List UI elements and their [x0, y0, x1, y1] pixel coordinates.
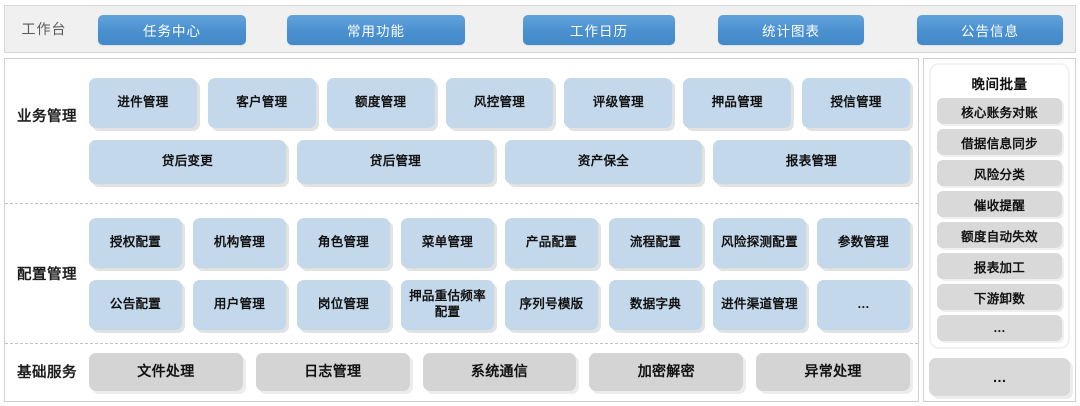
- section-rows-3: 文件处理日志管理系统通信加密解密异常处理: [89, 352, 918, 391]
- module-card[interactable]: 序列号模版: [505, 279, 598, 330]
- module-card[interactable]: 公告配置: [89, 279, 182, 330]
- module-card[interactable]: 押品重估频率配置: [401, 279, 494, 330]
- module-card[interactable]: 风险探测配置: [713, 217, 806, 268]
- module-card[interactable]: 流程配置: [609, 217, 702, 268]
- module-card[interactable]: 日志管理: [255, 352, 410, 391]
- module-card[interactable]: 贷后变更: [89, 140, 286, 184]
- card-row: 贷后变更贷后管理资产保全报表管理: [89, 140, 910, 184]
- right-more-card[interactable]: …: [929, 358, 1070, 396]
- card-row: 文件处理日志管理系统通信加密解密异常处理: [89, 352, 910, 391]
- module-card[interactable]: 菜单管理: [401, 217, 494, 268]
- section-rows-1: 进件管理客户管理额度管理风控管理评级管理押品管理授信管理贷后变更贷后管理资产保全…: [89, 78, 918, 184]
- section-label-1: 业务管理: [17, 109, 77, 125]
- module-card[interactable]: 评级管理: [564, 78, 673, 128]
- card-row: 授权配置机构管理角色管理菜单管理产品配置流程配置风险探测配置参数管理: [89, 217, 910, 268]
- card-row: 进件管理客户管理额度管理风控管理评级管理押品管理授信管理: [89, 78, 911, 128]
- module-card[interactable]: 授权配置: [89, 217, 182, 268]
- module-card[interactable]: 押品管理: [683, 78, 792, 128]
- nightly-batch-box: 晚间批量 核心账务对账借据信息同步风险分类催收提醒额度自动失效报表加工下游卸数 …: [929, 63, 1070, 349]
- module-card[interactable]: 报表管理: [713, 140, 910, 184]
- module-card[interactable]: 数据字典: [609, 279, 702, 330]
- module-card[interactable]: 文件处理: [89, 352, 243, 391]
- workbench-label: 工作台: [21, 21, 67, 37]
- section-3: 基础服务文件处理日志管理系统通信加密解密异常处理: [5, 343, 918, 399]
- nightly-batch-item[interactable]: 报表加工: [937, 253, 1062, 279]
- nightly-batch-item[interactable]: 风险分类: [937, 160, 1062, 186]
- module-card[interactable]: 进件渠道管理: [713, 279, 806, 330]
- top-nav-button-5[interactable]: 公告信息: [917, 15, 1063, 45]
- nightly-batch-item[interactable]: …: [937, 315, 1062, 341]
- module-card[interactable]: 授信管理: [802, 78, 911, 128]
- nightly-batch-list: 核心账务对账借据信息同步风险分类催收提醒额度自动失效报表加工下游卸数 …: [937, 98, 1062, 341]
- module-card[interactable]: 产品配置: [505, 217, 598, 268]
- card-row: 公告配置用户管理岗位管理押品重估频率配置序列号模版数据字典进件渠道管理…: [89, 279, 910, 330]
- module-card[interactable]: 加密解密: [589, 352, 744, 391]
- section-label-2: 配置管理: [17, 267, 77, 283]
- top-navigation-bar: 工作台 任务中心 常用功能 工作日历 统计图表 公告信息: [4, 5, 1076, 53]
- nightly-batch-title: 晚间批量: [971, 77, 1028, 92]
- section-label-3: 基础服务: [17, 365, 77, 381]
- nightly-batch-item[interactable]: 下游卸数: [937, 284, 1062, 310]
- module-card[interactable]: 异常处理: [756, 352, 910, 391]
- module-card[interactable]: 用户管理: [193, 279, 286, 330]
- nightly-batch-item[interactable]: 额度自动失效: [937, 222, 1062, 248]
- top-nav-button-4[interactable]: 统计图表: [718, 15, 864, 45]
- section-rows-2: 授权配置机构管理角色管理菜单管理产品配置流程配置风险探测配置参数管理公告配置用户…: [89, 217, 918, 330]
- section-2: 配置管理授权配置机构管理角色管理菜单管理产品配置流程配置风险探测配置参数管理公告…: [5, 203, 918, 343]
- module-card[interactable]: 额度管理: [326, 78, 435, 128]
- module-card[interactable]: 资产保全: [505, 140, 702, 184]
- module-card[interactable]: 进件管理: [89, 78, 197, 128]
- module-card[interactable]: 客户管理: [207, 78, 316, 128]
- module-card[interactable]: 角色管理: [297, 217, 390, 268]
- top-nav-button-1[interactable]: 任务中心: [98, 15, 246, 45]
- top-nav-button-3[interactable]: 工作日历: [523, 15, 675, 45]
- top-button-group: 任务中心 常用功能 工作日历 统计图表 公告信息: [83, 6, 1075, 52]
- nightly-batch-item[interactable]: 催收提醒: [937, 191, 1062, 217]
- nightly-batch-item[interactable]: 核心账务对账: [937, 98, 1062, 124]
- module-card[interactable]: 机构管理: [193, 217, 286, 268]
- module-card[interactable]: 参数管理: [817, 217, 910, 268]
- section-1: 业务管理进件管理客户管理额度管理风控管理评级管理押品管理授信管理贷后变更贷后管理…: [5, 59, 918, 203]
- modules-panel: 业务管理进件管理客户管理额度管理风控管理评级管理押品管理授信管理贷后变更贷后管理…: [4, 58, 919, 402]
- nightly-batch-item[interactable]: 借据信息同步: [937, 129, 1062, 155]
- module-card[interactable]: 风控管理: [445, 78, 554, 128]
- module-card[interactable]: 贷后管理: [297, 140, 494, 184]
- right-side-panel: 晚间批量 核心账务对账借据信息同步风险分类催收提醒额度自动失效报表加工下游卸数 ……: [923, 58, 1076, 402]
- module-card[interactable]: 岗位管理: [297, 279, 390, 330]
- module-card[interactable]: …: [817, 279, 910, 330]
- top-nav-button-2[interactable]: 常用功能: [287, 15, 465, 45]
- module-card[interactable]: 系统通信: [422, 352, 577, 391]
